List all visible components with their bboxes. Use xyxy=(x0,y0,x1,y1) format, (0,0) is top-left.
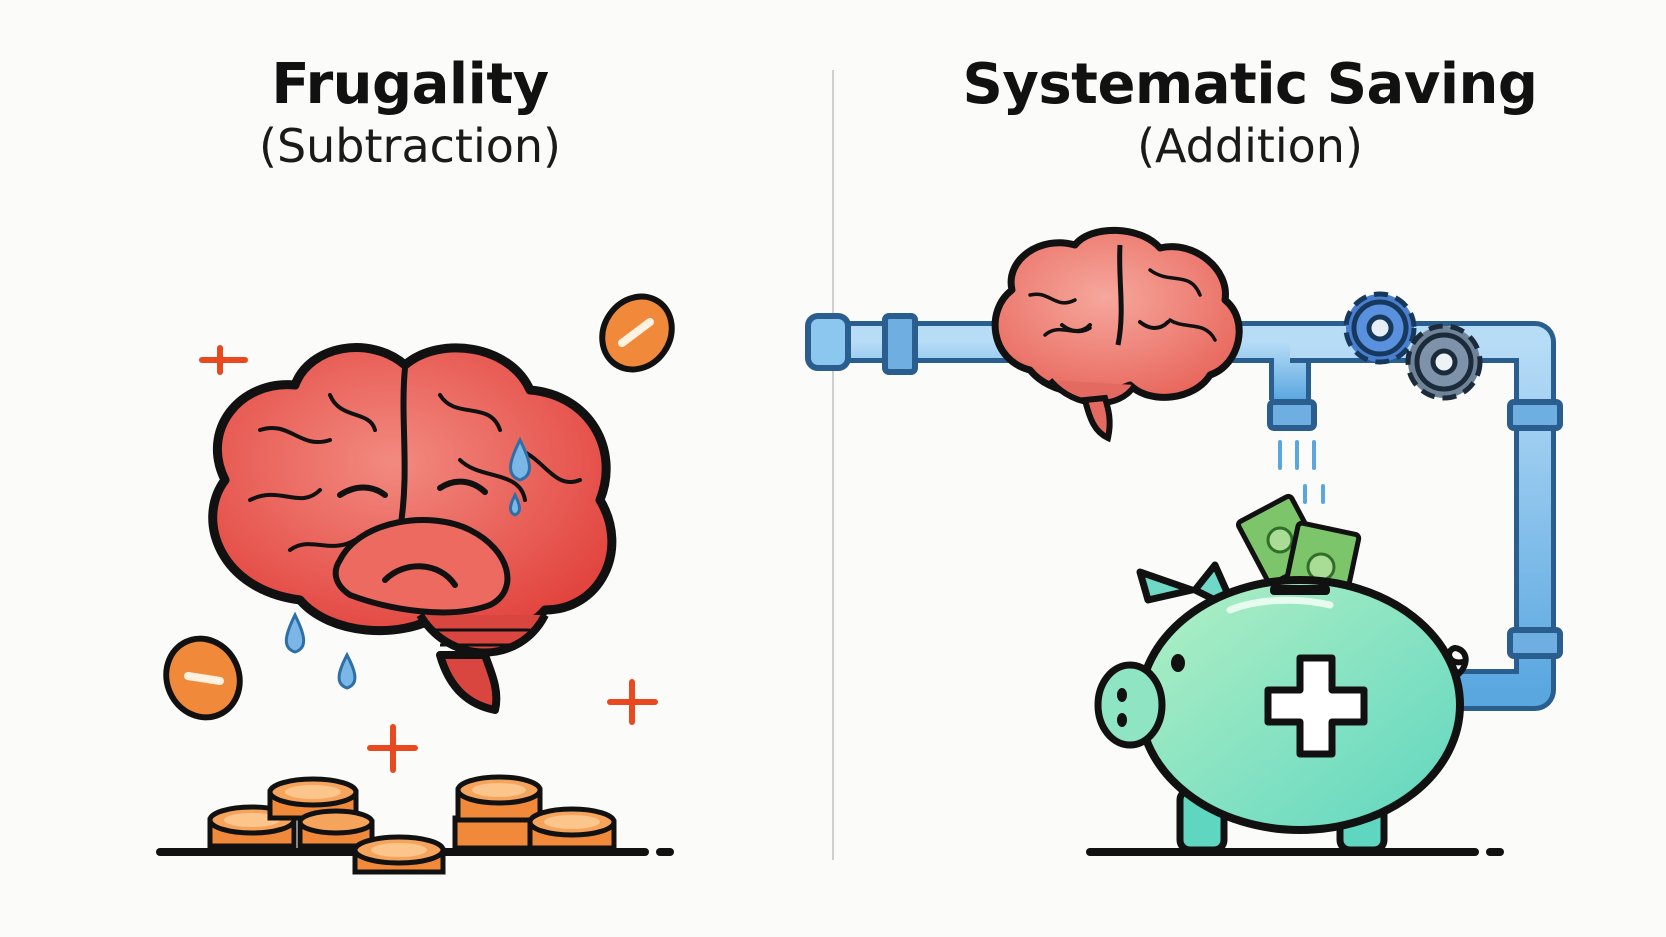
sweat-drop-icon xyxy=(284,436,531,690)
frugality-title: Frugality xyxy=(271,52,549,117)
gear-icon xyxy=(1405,323,1483,401)
left-panel-heading: Frugality (Subtraction) xyxy=(150,52,670,174)
right-panel-heading: Systematic Saving (Addition) xyxy=(920,52,1580,174)
calm-brain-icon xyxy=(991,226,1243,443)
stressed-brain-icon xyxy=(208,343,617,714)
minus-coin-icon xyxy=(163,635,243,721)
minus-coin-icon xyxy=(599,293,675,373)
gear-icon xyxy=(1343,291,1417,365)
water-stream-icon xyxy=(1278,440,1325,504)
plus-sign-icon xyxy=(1264,654,1368,758)
panel-divider xyxy=(832,70,834,860)
frugality-subtitle: (Subtraction) xyxy=(259,119,561,173)
coin-stack-icon xyxy=(207,774,617,875)
systematic-saving-subtitle: (Addition) xyxy=(1137,119,1363,173)
plus-sign-icon xyxy=(199,345,658,773)
systematic-saving-title: Systematic Saving xyxy=(962,52,1539,117)
